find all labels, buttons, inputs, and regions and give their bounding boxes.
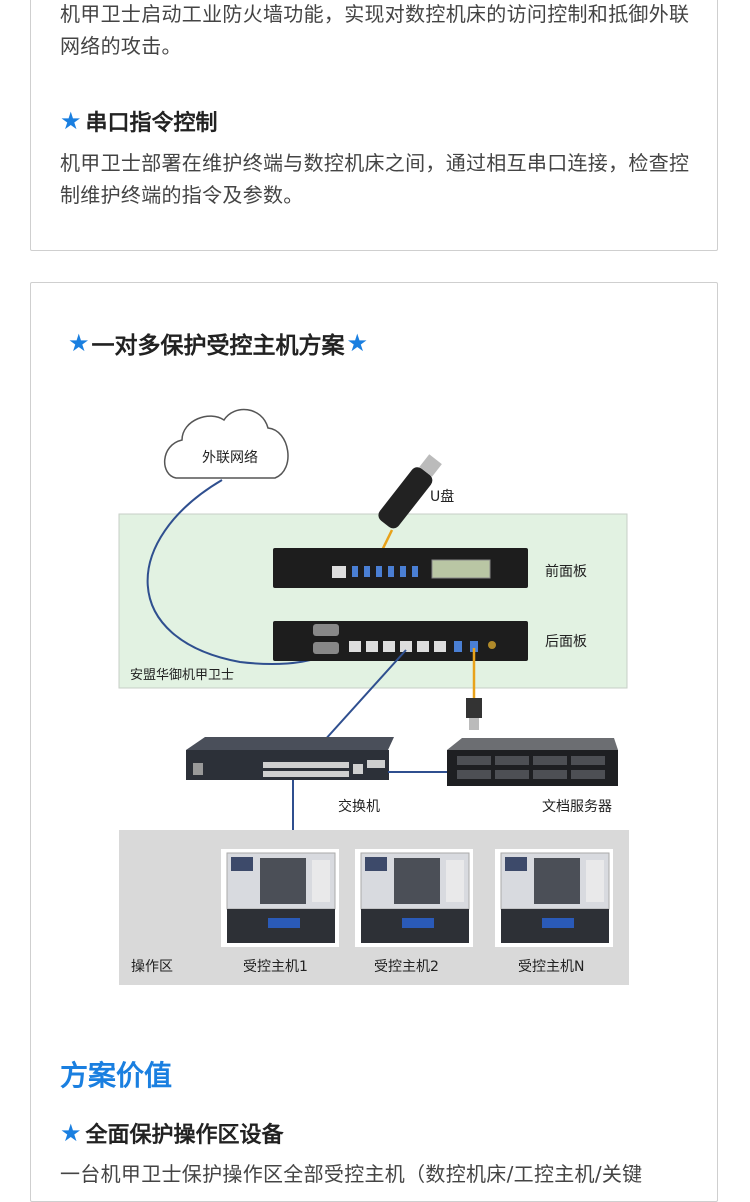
- diagram-title: ★ 一对多保护受控主机方案 ★: [68, 326, 368, 360]
- host-label-n: 受控主机N: [518, 959, 585, 975]
- serial-control-paragraph: 机甲卫士部署在维护终端与数控机床之间，通过相互串口连接，检查控制维护终端的指令及…: [60, 151, 690, 207]
- firewall-paragraph: 机甲卫士启动工业防火墙功能，实现对数控机床的访问控制和抵御外联网络的攻击。: [60, 2, 690, 58]
- zone-label: 操作区: [131, 959, 173, 975]
- switch-label: 交换机: [338, 799, 380, 815]
- server-label: 文档服务器: [542, 799, 612, 815]
- star-icon: ★: [346, 329, 369, 357]
- protect-heading-text: 全面保护操作区设备: [85, 1123, 284, 1148]
- diagram-title-text: 一对多保护受控主机方案: [91, 333, 345, 359]
- star-icon: ★: [68, 329, 90, 357]
- front-panel-label: 前面板: [545, 564, 587, 580]
- host-label-2: 受控主机2: [374, 959, 439, 975]
- cloud-label: 外联网络: [202, 450, 258, 466]
- host-label-1: 受控主机1: [243, 959, 308, 975]
- serial-control-title: 串口指令控制: [85, 111, 218, 136]
- serial-control-heading: ★ 串口指令控制: [60, 105, 218, 137]
- protect-paragraph: 一台机甲卫士保护操作区全部受控主机（数控机床/工控主机/关键: [60, 1162, 643, 1186]
- rear-panel-label: 后面板: [545, 634, 587, 650]
- protect-heading: ★ 全面保护操作区设备: [60, 1117, 284, 1149]
- device-label: 安盟华御机甲卫士: [130, 668, 235, 683]
- star-icon: ★: [60, 1119, 82, 1147]
- star-icon: ★: [60, 107, 82, 135]
- section-title: 方案价值: [60, 1059, 173, 1092]
- feature-card: [30, 0, 718, 251]
- usb-label: U盘: [430, 489, 455, 505]
